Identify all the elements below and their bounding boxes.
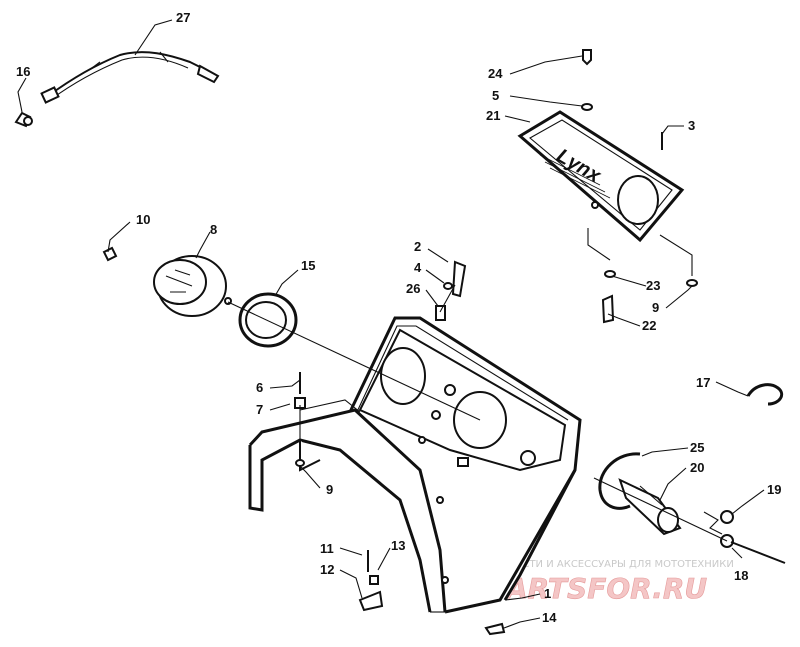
part-14-bolt: [484, 622, 506, 636]
callout-16: 16: [16, 64, 30, 79]
callout-24: 24: [488, 66, 503, 81]
callout-23: 23: [646, 278, 660, 293]
part-13-nut: [369, 575, 379, 585]
part-8-gauge: [153, 255, 232, 317]
callout-21: 21: [486, 108, 500, 123]
callout-1: 1: [544, 586, 551, 601]
callout-7: 7: [256, 402, 263, 417]
callout-5: 5: [492, 88, 499, 103]
leader-lines: [17, 19, 765, 629]
watermark-tagline: ЗАПЧАСТИ И АКСЕССУАРЫ ДЛЯ МОТОТЕХНИКИ: [488, 559, 734, 570]
part-7-nut: [294, 397, 306, 409]
part-26-nut: [435, 305, 446, 321]
part-16-bulb-socket: [14, 111, 33, 128]
callout-13: 13: [391, 538, 405, 553]
part-24-knob: [582, 49, 592, 66]
callout-10: 10: [136, 212, 150, 227]
callout-9-top: 9: [652, 300, 659, 315]
watermark: ЗАПЧАСТИ И АКСЕССУАРЫ ДЛЯ МОТОТЕХНИКИ PA…: [488, 559, 734, 605]
callout-9-bracket: 9: [326, 482, 333, 497]
callout-2: 2: [414, 239, 421, 254]
part-9-washer-top: [686, 279, 698, 287]
callout-14: 14: [542, 610, 557, 625]
part-23-washer: [604, 270, 616, 278]
callout-22: 22: [642, 318, 656, 333]
callout-4: 4: [414, 260, 422, 275]
callout-12: 12: [320, 562, 334, 577]
plate-leader-lines: [587, 228, 693, 276]
part-21-decal-plate: Lynx: [517, 110, 685, 243]
part-17-retaining-ring: [746, 383, 784, 406]
callout-11: 11: [320, 541, 334, 556]
watermark-brand: PARTSFOR.RU: [488, 572, 707, 605]
part-9-washer-bracket: [295, 459, 305, 467]
alignment-lines: [227, 284, 728, 542]
callout-18: 18: [734, 568, 748, 583]
callout-15: 15: [301, 258, 315, 273]
part-20-switch: [618, 478, 682, 536]
part-12-bracket: [358, 590, 384, 612]
part-10-bulb: [102, 246, 118, 262]
part-19-nut: [720, 510, 734, 524]
callout-27: 27: [176, 10, 190, 25]
callout-25: 25: [690, 440, 704, 455]
callout-8: 8: [210, 222, 217, 237]
part-5-washer: [581, 103, 593, 111]
zigzag-connector: [703, 511, 723, 535]
callout-6: 6: [256, 380, 263, 395]
callout-20: 20: [690, 460, 704, 475]
part-22-clip: [601, 294, 615, 324]
callout-19: 19: [767, 482, 781, 497]
part-15-bezel-ring: [238, 292, 298, 348]
part-2-bolt: [451, 260, 467, 298]
part-27-wiring-harness: [40, 51, 220, 104]
callout-26: 26: [406, 281, 420, 296]
callout-17: 17: [696, 375, 710, 390]
callout-labels: 27 16 24 5 21 3 10 8 15 2 4 26 23 9 22 1…: [16, 10, 781, 625]
part-4-washer: [443, 282, 453, 290]
callout-3: 3: [688, 118, 695, 133]
